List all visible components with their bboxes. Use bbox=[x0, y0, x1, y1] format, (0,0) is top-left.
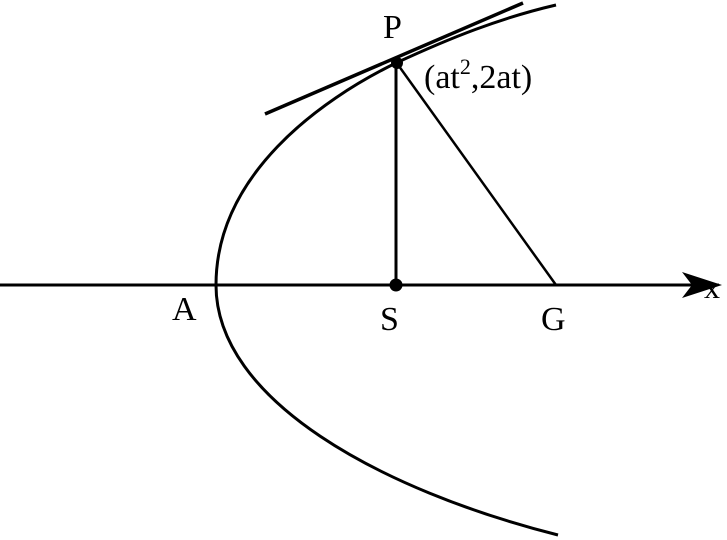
parabola-curve bbox=[214, 3, 557, 286]
label-p: P bbox=[383, 9, 402, 46]
label-a: A bbox=[172, 291, 197, 328]
normal-line-pg bbox=[394, 61, 558, 286]
label-p-coords: (at2,2at) bbox=[424, 54, 532, 96]
parabola-curve-lower bbox=[214, 284, 559, 537]
x-axis-arrowhead bbox=[682, 272, 722, 298]
point-p-dot bbox=[391, 57, 403, 69]
label-g: G bbox=[541, 301, 566, 338]
label-s: S bbox=[380, 301, 399, 338]
point-s-dot bbox=[389, 278, 403, 292]
label-x: x bbox=[704, 269, 720, 305]
